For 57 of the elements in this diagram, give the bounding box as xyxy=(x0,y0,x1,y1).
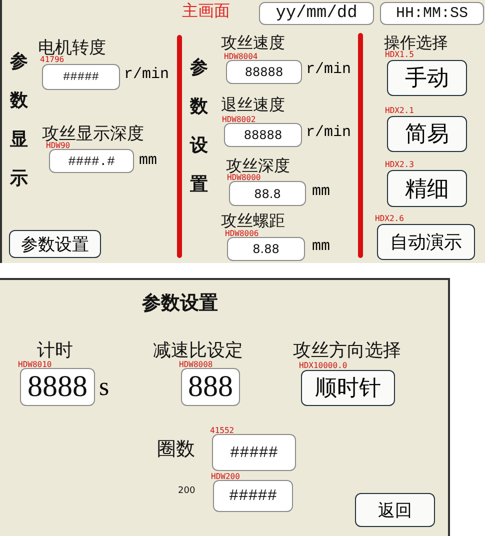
screen-title: 参数设置 xyxy=(142,291,218,316)
button: 参数设置 xyxy=(9,230,101,258)
field-label: 攻丝速度 xyxy=(221,33,285,53)
value-field: 88888 xyxy=(224,123,302,147)
value-field: 8888 xyxy=(20,368,95,406)
value-field: ##### xyxy=(213,480,293,512)
unit-label: r/min xyxy=(124,66,170,83)
address-tag: 41552 xyxy=(210,426,234,435)
time-display: HH:MM:SS xyxy=(380,2,484,25)
field-label: 圈数 xyxy=(157,437,195,462)
field-label: 操作选择 xyxy=(384,33,448,52)
value-field: ##### xyxy=(42,64,120,90)
address-tag: 41796 xyxy=(40,55,64,64)
field-label: 攻丝螺距 xyxy=(221,211,285,230)
field-label: 攻丝深度 xyxy=(226,156,290,175)
vertical-label: 参数设置 xyxy=(190,56,209,197)
field-label: 攻丝方向选择 xyxy=(293,339,401,362)
screen-title: 主画面 xyxy=(182,1,230,22)
screen-panel xyxy=(0,0,485,263)
value-field: 8.88 xyxy=(227,237,305,261)
unit-label: mm xyxy=(312,238,330,255)
unit-label: s xyxy=(99,372,110,402)
address-tag: HDX1.5 xyxy=(385,50,414,59)
address-tag: HDW8008 xyxy=(179,360,213,369)
field-label: 200 xyxy=(178,486,196,496)
address-tag: HDX2.6 xyxy=(375,214,404,223)
field-label: 退丝速度 xyxy=(221,95,285,116)
button: 精细 xyxy=(387,170,467,207)
button: 简易 xyxy=(387,116,467,152)
address-tag: HDW90 xyxy=(46,141,70,150)
address-tag: HDW8006 xyxy=(225,229,259,238)
address-tag: HDX10000.0 xyxy=(299,361,348,370)
value-field: 888 xyxy=(181,368,240,406)
value-field: ####.# xyxy=(49,149,134,173)
value-field: 88888 xyxy=(226,60,302,84)
button: 手动 xyxy=(387,60,467,96)
address-tag: HDW8004 xyxy=(224,52,258,61)
unit-label: r/min xyxy=(306,61,352,78)
address-tag: HDX2.3 xyxy=(385,160,414,169)
address-tag: HDW8000 xyxy=(227,173,261,182)
button: 返回 xyxy=(355,493,435,527)
field-label: 计时 xyxy=(37,339,73,361)
value-field: ##### xyxy=(212,434,296,471)
date-display: yy/mm/dd xyxy=(259,2,374,25)
unit-label: r/min xyxy=(306,124,352,141)
screen-panel xyxy=(0,278,450,536)
button: 自动演示 xyxy=(377,224,475,260)
address-tag: HDW8010 xyxy=(18,360,52,369)
unit-label: mm xyxy=(139,152,158,169)
unit-label: mm xyxy=(312,183,330,200)
address-tag: HDX2.1 xyxy=(385,106,414,115)
address-tag: HDW200 xyxy=(211,472,240,481)
vertical-label: 参数显示 xyxy=(10,50,29,191)
address-tag: HDW8002 xyxy=(222,115,256,124)
field-label: 减速比设定 xyxy=(153,339,243,361)
value-field: 88.8 xyxy=(229,181,306,206)
button: 顺时针 xyxy=(301,370,395,406)
